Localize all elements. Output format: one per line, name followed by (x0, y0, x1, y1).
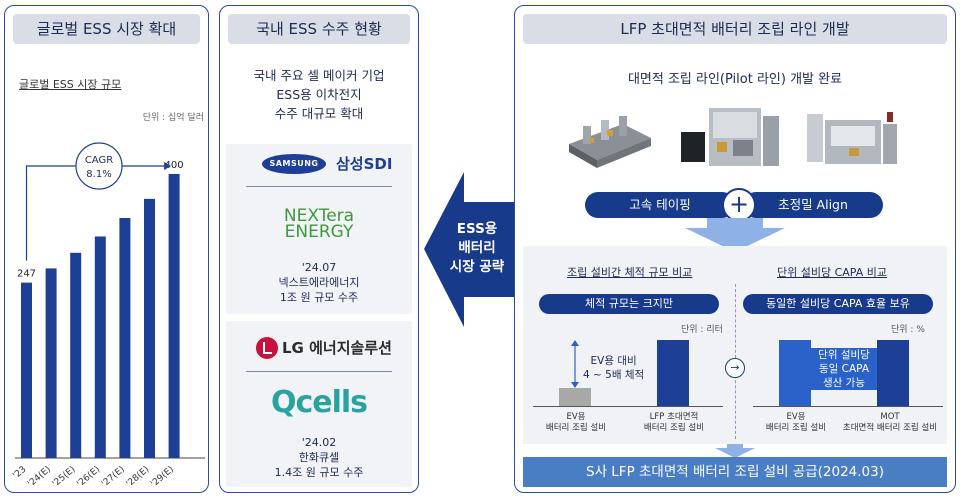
precision-align-pill: 초정밀 Align (743, 192, 883, 218)
tick-label-6: '29(E) (149, 465, 176, 490)
tick-label-1: '24(E) (26, 465, 53, 490)
mot-capa-bar-label: MOT 초대면적 배터리 조립 설비 (842, 412, 938, 433)
samsung-logo: SAMSUNG (262, 154, 326, 174)
volume-pill: 체적 규모는 크지만 (539, 294, 719, 314)
samsung-deal-box: SAMSUNG 삼성SDI NEXTera ENERGY '24.07 넥스트에… (226, 144, 412, 314)
panel-title: LFP 초대면적 배터리 조립 라인 개발 (523, 14, 947, 44)
cagr-arrowhead (164, 162, 172, 170)
pilot-line-machine-image (681, 108, 779, 166)
bar-1 (45, 268, 57, 458)
cagr-label: CAGR (85, 155, 113, 166)
volume-unit: 단위 : 리터 (681, 325, 723, 335)
value-label-6: 400 (165, 160, 184, 171)
down-arrow-icon (715, 444, 755, 458)
headline: 국내 주요 셀 메이커 기업 ESS용 이차전지 수주 대규모 확대 (253, 68, 385, 121)
value-label-0: 247 (17, 269, 36, 280)
capa-unit: 단위 : % (891, 325, 925, 335)
capa-note: 단위 설비당 동일 CAPA 생산 가능 (811, 348, 877, 390)
tick-label-5: '28(E) (125, 465, 152, 490)
global-ess-panel: 글로벌 ESS 시장 확대 글로벌 ESS 시장 규모 단위 : 십억 달러 '… (4, 5, 209, 493)
bar-3 (94, 236, 106, 458)
panel-title: 국내 ESS 수주 현황 (228, 14, 410, 44)
panel-title: 글로벌 ESS 시장 확대 (13, 14, 200, 44)
volume-compare-title: 조립 설비간 체적 규모 비교 (567, 266, 693, 279)
domestic-ess-panel: 국내 ESS 수주 현황 국내 주요 셀 메이커 기업 ESS용 이차전지 수주… (219, 5, 419, 493)
capa-compare-title: 단위 설비당 CAPA 비교 (777, 266, 887, 279)
lfp-line-panel: LFP 초대면적 배터리 조립 라인 개발 대면적 조립 라인(Pilot 라인… (514, 5, 956, 493)
nextera-logo-line2: ENERGY (284, 222, 354, 242)
ev-volume-bar (559, 388, 591, 406)
arrow-label: ESS용 배터리 시장 공략 (449, 221, 505, 275)
plus-icon: + (722, 188, 756, 222)
alignment-machine-image (807, 112, 897, 164)
lg-logo-icon (256, 337, 278, 359)
qcells-logo: Qcells (270, 385, 368, 420)
baseline (753, 406, 943, 407)
baseline (533, 406, 723, 407)
deal-info: '24.07 넥스트에라에너지 1조 원 규모 수주 (278, 261, 360, 304)
capa-pill: 동일한 설비당 CAPA 효율 보유 (743, 294, 933, 314)
bar-6 (168, 174, 180, 458)
divider (246, 371, 392, 372)
cagr-value: 8.1% (86, 169, 111, 180)
lg-deal-box: LG 에너지솔루션 Qcells '24.02 한화큐셀 1.4조 원 규모 수… (226, 321, 412, 487)
samsung-sdi-logo: 삼성SDI (336, 155, 393, 173)
bar-0 (21, 282, 32, 458)
unit-label: 단위 : 십억 달러 (142, 113, 204, 123)
ev-capa-bar (779, 340, 811, 406)
next-arrow-icon: → (725, 358, 745, 378)
nextera-logo-line1: NEXTera (283, 206, 355, 226)
tick-label-0: '23 (11, 465, 28, 482)
lg-logo-text: LG 에너지솔루션 (282, 339, 392, 357)
double-arrow-icon (571, 340, 579, 388)
chart-subtitle: 글로벌 ESS 시장 규모 (19, 78, 122, 91)
volume-note: EV용 대비 4 ~ 5배 체적 (583, 355, 645, 381)
bar-4 (119, 218, 131, 458)
bar-2 (70, 252, 82, 458)
tick-label-4: '27(E) (100, 465, 127, 490)
down-arrow-icon (685, 218, 785, 252)
bar-5 (144, 198, 155, 458)
mot-capa-bar (877, 340, 909, 406)
lfp-volume-bar-label: LFP 초대면적 배터리 조립 설비 (643, 412, 705, 433)
ev-capa-bar-label: EV용 배터리 조립 설비 (765, 412, 827, 433)
divider (246, 186, 392, 187)
left-arrow-icon (424, 172, 514, 327)
lfp-volume-bar (657, 340, 689, 406)
cagr-circle (75, 142, 123, 190)
pilot-line-subtitle: 대면적 조립 라인(Pilot 라인) 개발 완료 (627, 72, 843, 87)
ev-volume-bar-label: EV용 배터리 조립 설비 (545, 412, 607, 433)
deal-info: '24.02 한화큐셀 1.4조 원 규모 수주 (274, 436, 364, 479)
high-speed-taping-pill: 고속 테이핑 (585, 192, 735, 218)
tick-label-3: '26(E) (75, 465, 102, 490)
supply-footer: S사 LFP 초대면적 배터리 조립 설비 공급(2024.03) (523, 457, 947, 487)
assembly-machine-image (569, 116, 651, 168)
tick-label-2: '25(E) (51, 465, 78, 490)
market-size-chart: '23 247 '24(E)'25(E)'26(E)'27(E)'28(E)'29(… (11, 142, 205, 490)
